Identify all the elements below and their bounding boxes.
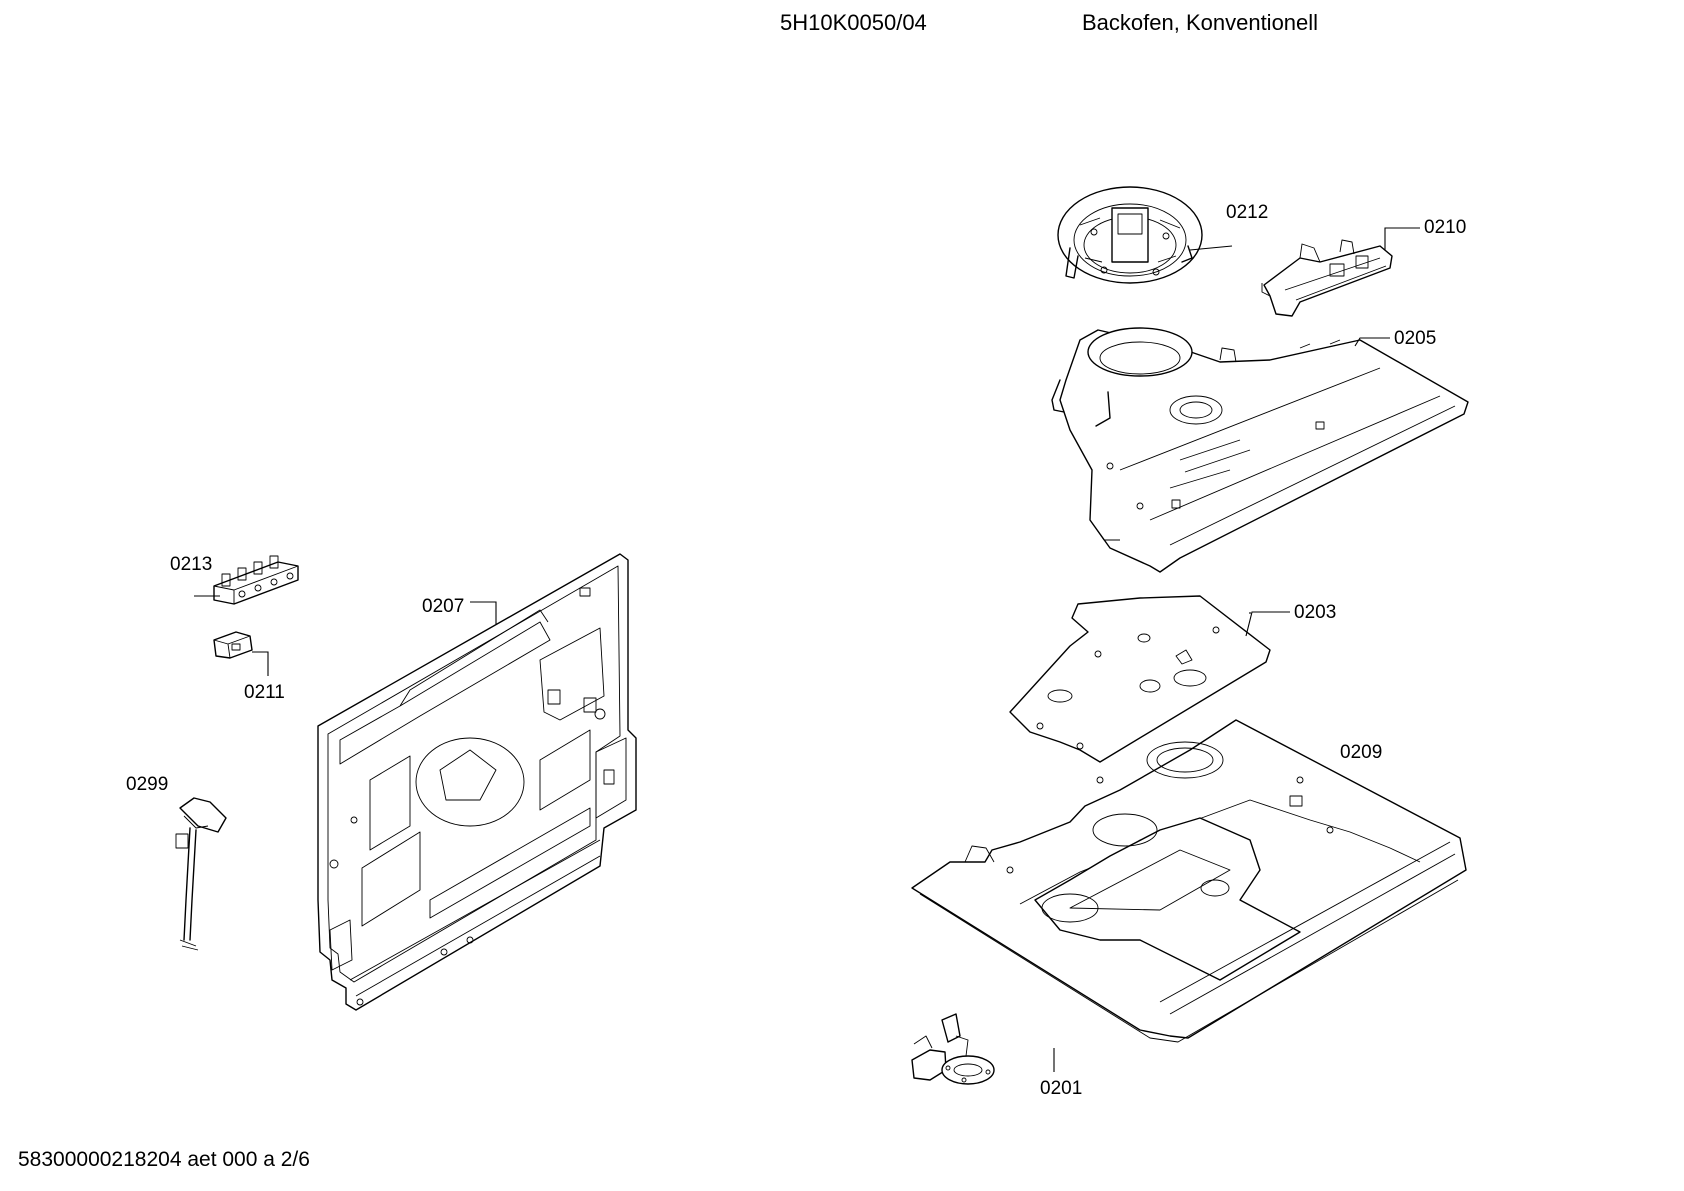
leader-0207 <box>470 601 497 624</box>
part-0207-back-panel[interactable] <box>317 553 637 1011</box>
label-0201: 0201 <box>1040 1078 1082 1099</box>
label-0210: 0210 <box>1424 217 1466 238</box>
part-0211-connector[interactable] <box>213 631 253 659</box>
label-0211: 0211 <box>244 682 285 703</box>
label-0209: 0209 <box>1340 742 1382 763</box>
label-0203: 0203 <box>1294 602 1336 623</box>
part-0299-sensor-cable[interactable] <box>175 797 227 951</box>
leader-0203 <box>1245 611 1290 637</box>
leader-0210 <box>1384 227 1420 250</box>
part-0205-top-cover[interactable] <box>1051 327 1469 573</box>
document-code: 58300000218204 aet 000 a 2/6 <box>18 1148 310 1171</box>
part-0209-base-panel[interactable] <box>911 719 1467 1043</box>
label-0213: 0213 <box>170 554 212 575</box>
part-0203-insulation-plate[interactable] <box>1009 595 1271 763</box>
diagram-title: Backofen, Konventionell <box>1082 10 1319 35</box>
label-0205: 0205 <box>1394 328 1436 349</box>
label-0207: 0207 <box>422 596 464 617</box>
label-0299: 0299 <box>126 774 168 795</box>
model-number: 5H10K0050/04 <box>780 10 927 35</box>
part-0212-fan-housing[interactable] <box>1057 186 1203 284</box>
leader-0205 <box>1354 337 1390 347</box>
label-0212: 0212 <box>1226 202 1268 223</box>
part-0201-sensor-bracket[interactable] <box>911 1013 995 1085</box>
leader-0212 <box>1189 245 1233 251</box>
part-0210-switch-block[interactable] <box>1261 239 1393 317</box>
leader-0211 <box>252 651 269 676</box>
part-0213-terminal-block[interactable] <box>213 555 299 605</box>
